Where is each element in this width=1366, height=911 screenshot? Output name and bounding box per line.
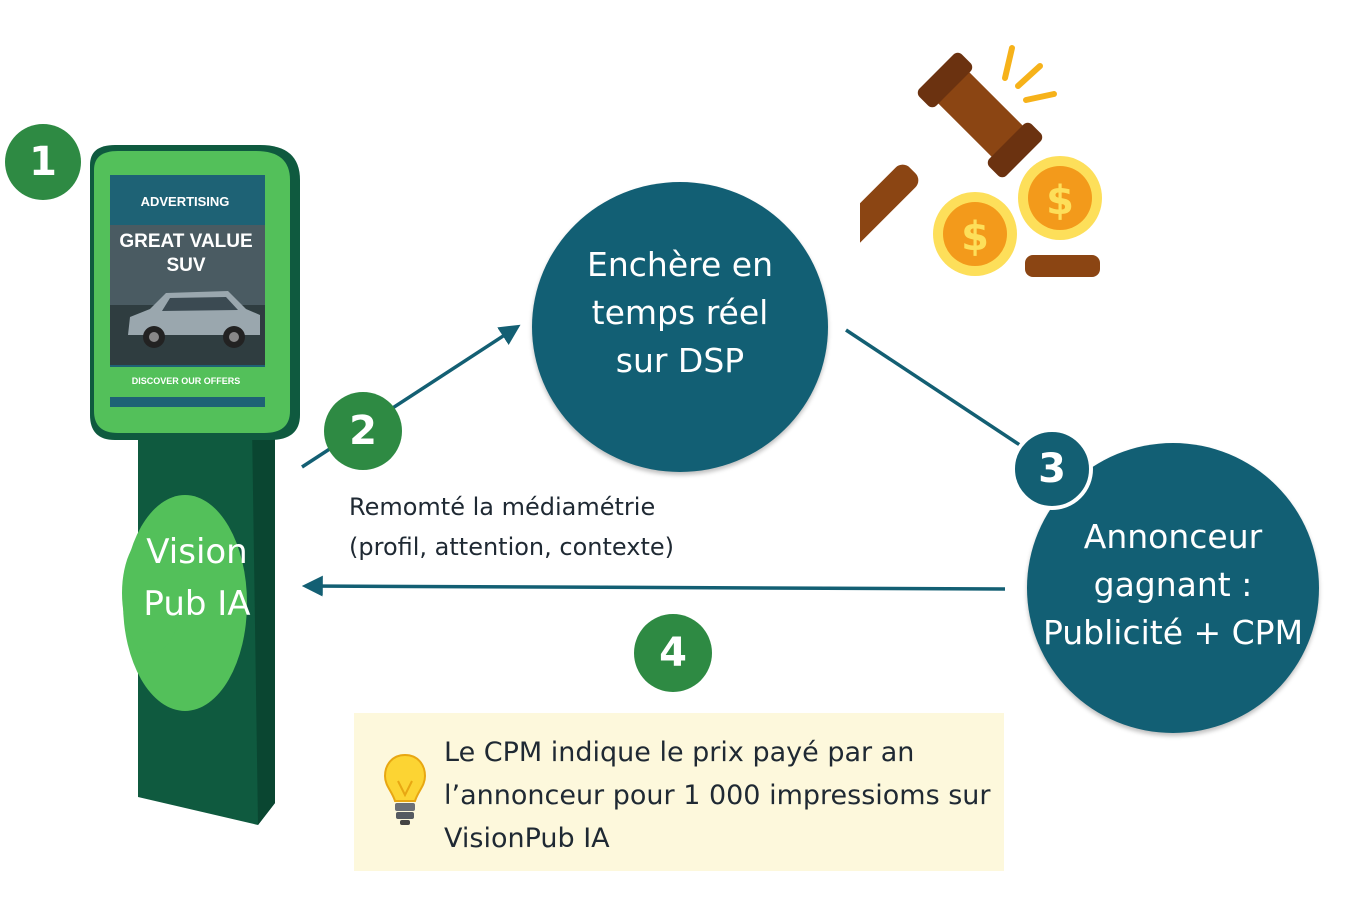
coin-symbol-2: $ [1046,178,1074,224]
gavel-icon [860,52,1043,283]
kiosk-illustration [90,145,300,825]
arrow-to-kiosk [301,575,1006,597]
winning-advertiser-text: Annonceur gagnant : Publicité + CPM [1042,517,1304,652]
dsp-auction-text: Enchère en temps réel sur DSP [587,245,773,380]
coin-symbol-1: $ [961,214,989,260]
cpm-note-text: Le CPM indique le prix payé par an l’ann… [444,737,991,854]
screen-top-label: ADVERTISING [140,194,230,209]
step-4-badge: 4 [634,614,712,692]
suv-image [128,291,260,348]
cpm-note-box: Le CPM indique le prix payé par an l’ann… [354,713,1004,871]
dsp-auction-circle: Enchère en temps réel sur DSP [532,182,828,472]
auction-illustration: $ $ [860,45,1102,283]
winning-advertiser-circle: Annonceur gagnant : Publicité + CPM [1027,443,1319,733]
step-2-badge: 2 [324,392,402,470]
screen-headline: GREAT VALUE SUV [119,231,253,276]
lightbulb-icon [383,753,427,825]
coin-icon-2: $ [1018,156,1102,240]
metrics-feedback-label: Remomté la médiamétrie (profil, attentio… [349,493,674,561]
screen-cta: DISCOVER OUR OFFERS [131,376,241,386]
step-3-badge: 3 [1011,428,1093,510]
coin-icon-1: $ [933,192,1017,276]
step-1-badge: 1 [5,124,81,200]
kiosk-cta-bar [110,367,265,397]
gavel-block [1025,255,1100,277]
brand-label: Vision Pub IA [143,532,251,624]
line-dsp-to-winner [845,328,1036,457]
sparkle-icon [1002,45,1057,103]
